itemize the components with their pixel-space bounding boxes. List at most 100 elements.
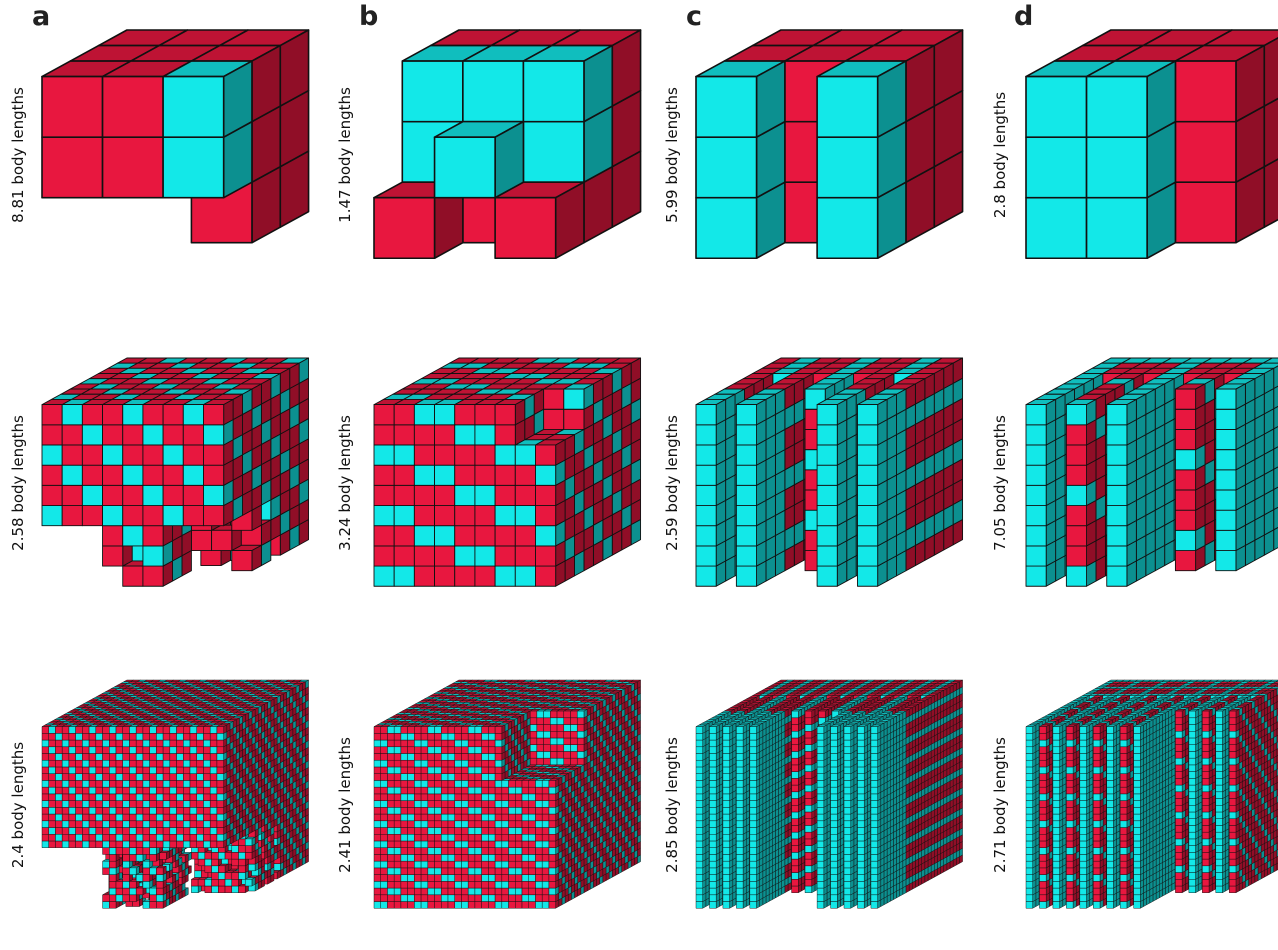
red-voxel (183, 733, 190, 740)
cyan-voxel (55, 794, 62, 801)
cyan-voxel (49, 828, 56, 835)
red-voxel (544, 718, 551, 725)
red-voxel (62, 485, 82, 505)
red-voxel (55, 787, 62, 794)
cyan-voxel (103, 902, 110, 909)
red-voxel (564, 731, 571, 738)
red-voxel (414, 506, 434, 526)
cyan-voxel (203, 780, 210, 787)
red-voxel (163, 465, 183, 485)
cyan-voxel (116, 774, 123, 781)
red-voxel (197, 807, 204, 814)
cyan-voxel (557, 718, 564, 725)
cyan-voxel (96, 754, 103, 761)
cyan-voxel (89, 807, 96, 814)
red-voxel (210, 821, 217, 828)
red-voxel (42, 485, 62, 505)
red-voxel (123, 895, 130, 902)
cyan-voxel (69, 787, 76, 794)
red-voxel (191, 852, 198, 859)
red-voxel (96, 841, 103, 848)
red-voxel (103, 526, 123, 546)
red-voxel (239, 846, 246, 853)
red-voxel (49, 760, 56, 767)
red-voxel (123, 445, 143, 465)
red-voxel (129, 740, 136, 747)
red-voxel (69, 740, 76, 747)
cyan-voxel (82, 821, 89, 828)
red-voxel (544, 409, 564, 429)
red-voxel (129, 774, 136, 781)
cyan-voxel (55, 733, 62, 740)
voxel-structure-a1 (38, 10, 298, 300)
voxel-cube-b1 (370, 10, 630, 300)
red-voxel (116, 740, 123, 747)
red-voxel (82, 807, 89, 814)
red-voxel (170, 774, 177, 781)
cyan-voxel (550, 758, 557, 765)
red-voxel (239, 839, 246, 846)
cyan-voxel (116, 895, 123, 902)
cyan-voxel (374, 445, 394, 465)
cyan-voxel (116, 794, 123, 801)
red-voxel (109, 794, 116, 801)
red-voxel (96, 787, 103, 794)
red-voxel (136, 740, 143, 747)
red-voxel (62, 767, 69, 774)
red-voxel (218, 864, 228, 872)
cyan-voxel (136, 754, 143, 761)
red-voxel (205, 866, 212, 873)
red-voxel (116, 801, 123, 808)
red-voxel (414, 485, 434, 505)
cyan-voxel (177, 814, 184, 821)
red-voxel (103, 794, 110, 801)
red-voxel (218, 886, 225, 893)
red-voxel (123, 754, 130, 761)
red-voxel (394, 526, 414, 546)
cyan-voxel (42, 841, 49, 848)
red-voxel (62, 774, 69, 781)
red-voxel (96, 747, 103, 754)
red-voxel (156, 747, 163, 754)
red-voxel (177, 740, 184, 747)
cyan-voxel (374, 566, 394, 586)
cyan-voxel (143, 760, 150, 767)
red-voxel (143, 807, 150, 814)
cyan-voxel (129, 807, 136, 814)
red-voxel (177, 747, 184, 754)
red-voxel (69, 841, 76, 848)
red-voxel (156, 780, 163, 787)
cyan-voxel (103, 841, 110, 848)
voxel-structure-a2 (38, 338, 298, 628)
cyan-voxel (203, 740, 210, 747)
red-voxel (374, 485, 394, 505)
voxel-cube-b2 (370, 338, 630, 628)
cyan-voxel (177, 733, 184, 740)
red-voxel (515, 526, 535, 546)
red-voxel (232, 859, 239, 866)
red-voxel (537, 745, 544, 752)
cyan-voxel (1216, 384, 1246, 409)
panel-d3-label: 2.71 body lengths (991, 737, 1009, 873)
red-voxel (123, 506, 143, 526)
red-voxel (109, 834, 116, 841)
red-voxel (475, 526, 495, 546)
voxel-cube-c1 (692, 10, 952, 300)
cyan-voxel (232, 886, 239, 893)
red-voxel (544, 758, 551, 765)
cyan-voxel (156, 774, 163, 781)
red-voxel (136, 801, 143, 808)
cyan-voxel (455, 546, 475, 566)
cyan-voxel (190, 747, 197, 754)
red-voxel (116, 821, 123, 828)
red-voxel (76, 841, 83, 848)
red-voxel (42, 747, 49, 754)
red-voxel (183, 834, 190, 841)
red-voxel (210, 794, 217, 801)
cyan-voxel (197, 754, 204, 761)
red-voxel (550, 731, 557, 738)
cyan-voxel (96, 834, 103, 841)
red-voxel (210, 780, 217, 787)
red-voxel (394, 425, 414, 445)
red-voxel (69, 834, 76, 841)
